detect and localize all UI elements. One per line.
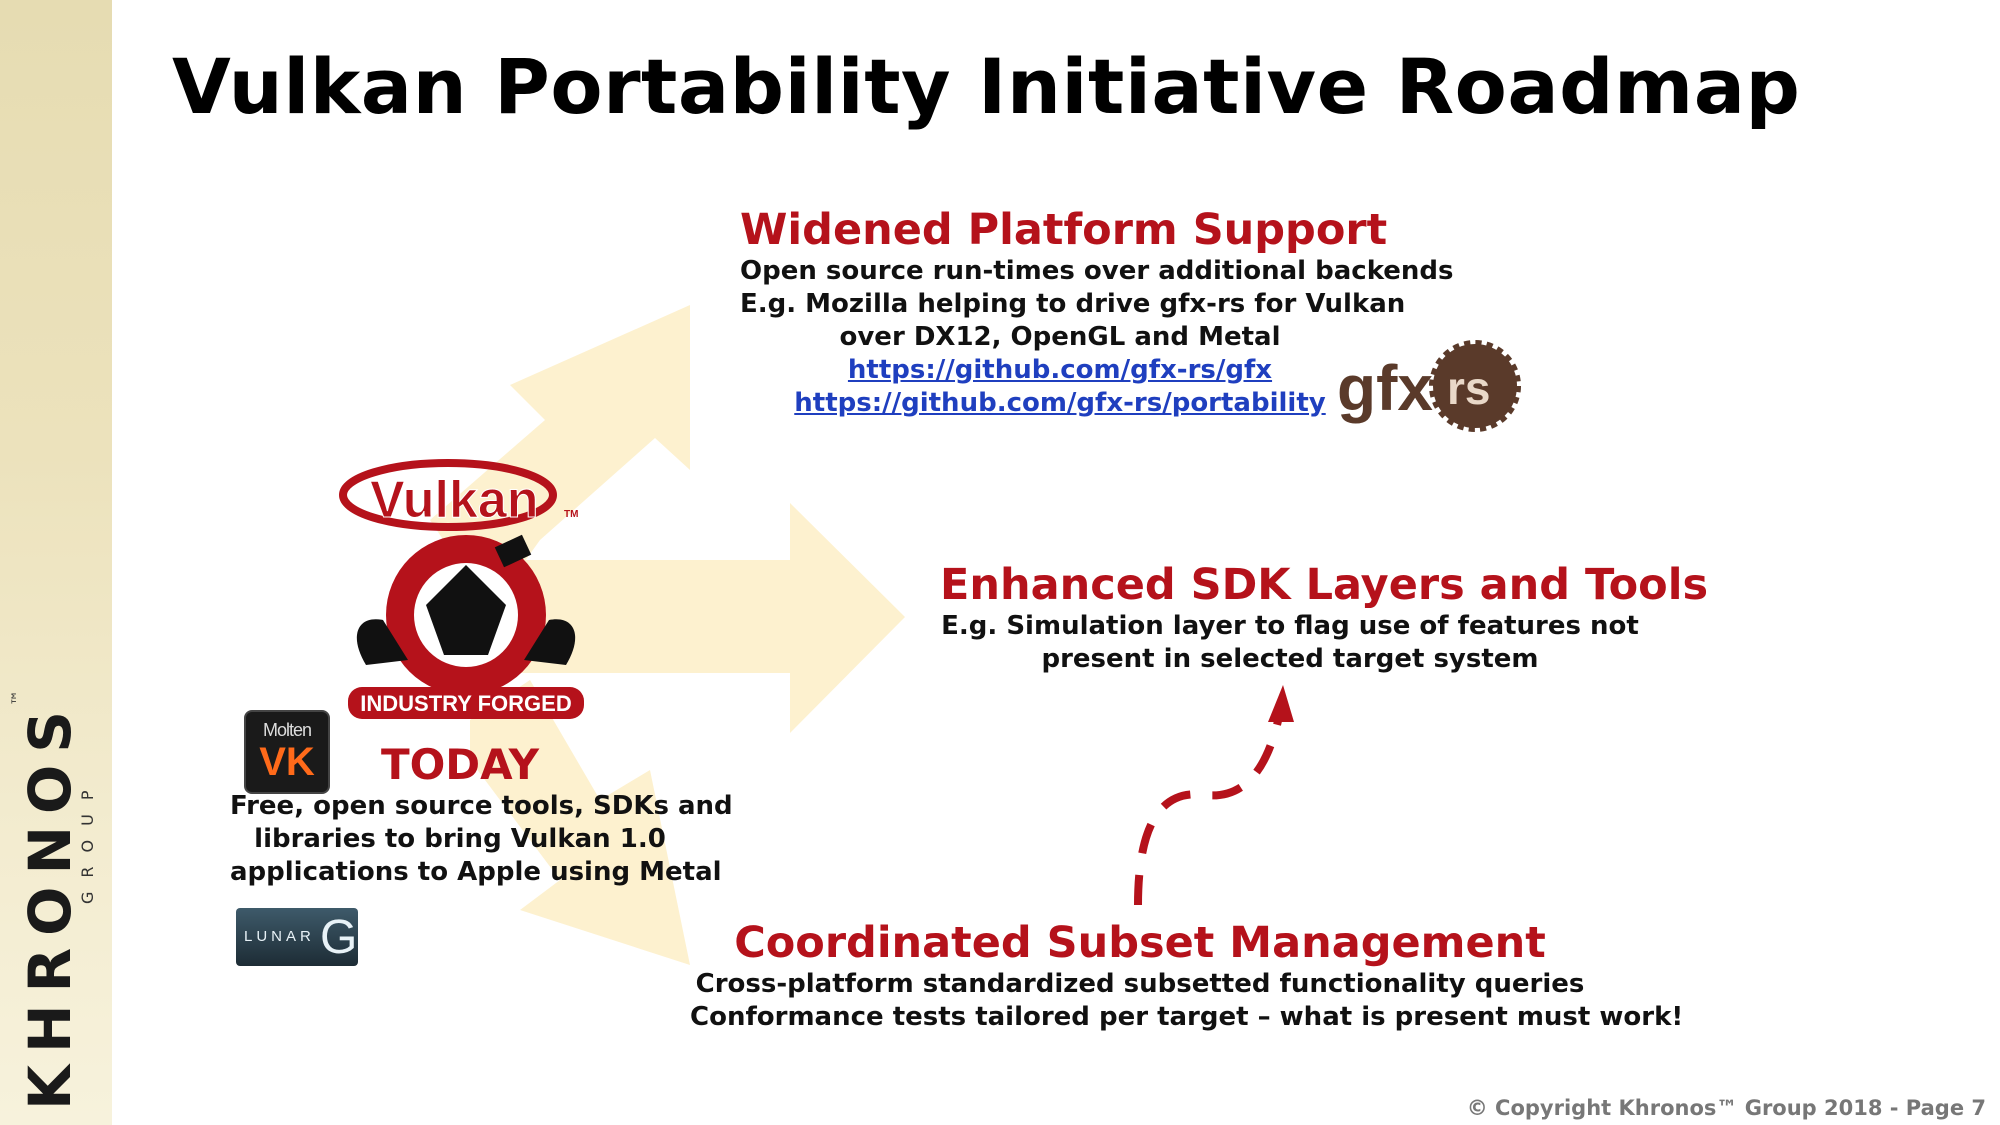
coordinated-line: Conformance tests tailored per target – …	[690, 1002, 1684, 1032]
gfx-link[interactable]: https://github.com/gfx-rs/gfx	[847, 355, 1273, 385]
portability-link[interactable]: https://github.com/gfx-rs/portability	[794, 388, 1326, 418]
widened-heading: Widened Platform Support	[740, 205, 1388, 255]
lunarg-text: LUNAR	[244, 928, 315, 945]
widened-block: Widened Platform Support Open source run…	[740, 205, 1454, 420]
moltenvk-logo: Molten VK	[244, 710, 330, 794]
moltenvk-bottom: VK	[259, 740, 315, 784]
arrow-right	[470, 503, 905, 733]
lunarg-mark: G	[320, 911, 358, 964]
today-heading: TODAY	[380, 740, 540, 789]
today-block: TODAY Free, open source tools, SDKs and …	[230, 740, 733, 889]
vulkan-logo: Vulkan TM INDUSTRY FORGED	[338, 455, 594, 725]
enhanced-heading: Enhanced SDK Layers and Tools	[940, 560, 1709, 610]
vulkan-tagline: INDUSTRY FORGED	[360, 691, 571, 716]
gfx-rs-gear	[1429, 340, 1521, 432]
moltenvk-top: Molten	[262, 720, 312, 740]
coordinated-line: Cross-platform standardized subsetted fu…	[695, 969, 1585, 999]
footer-copyright: © Copyright Khronos™ Group 2018 - Page 7	[1466, 1096, 1986, 1120]
vulkan-tm: TM	[564, 509, 578, 520]
enhanced-block: Enhanced SDK Layers and Tools E.g. Simul…	[940, 560, 1709, 676]
brand-sidebar: KHRONOS GROUP ™	[0, 0, 112, 1125]
dashed-red-arrow	[1134, 711, 1284, 906]
vulkan-wordmark: Vulkan	[370, 471, 539, 529]
today-line: libraries to bring Vulkan 1.0	[254, 824, 666, 854]
coordinated-heading: Coordinated Subset Management	[734, 918, 1546, 968]
enhanced-line: E.g. Simulation layer to flag use of fea…	[941, 611, 1639, 641]
arrow-up-right	[430, 305, 690, 610]
vulkan-swoosh	[339, 459, 557, 531]
enhanced-line: present in selected target system	[1041, 644, 1539, 674]
widened-line: Open source run-times over additional ba…	[740, 256, 1454, 286]
arrow-down-right	[470, 680, 690, 965]
dashed-arrow-head	[1268, 685, 1294, 722]
gfx-rs-logo: gfx rs	[1335, 338, 1525, 438]
slide-title: Vulkan Portability Initiative Roadmap	[172, 42, 1801, 131]
gfx-rs-badge: rs	[1447, 362, 1490, 414]
today-line: Free, open source tools, SDKs and	[230, 791, 733, 821]
widened-line: over DX12, OpenGL and Metal	[839, 322, 1281, 352]
gfx-rs-text: gfx	[1337, 352, 1433, 424]
today-line: applications to Apple using Metal	[230, 857, 722, 887]
lunarg-logo: LUNAR G	[236, 908, 358, 966]
coordinated-block: Coordinated Subset Management Cross-plat…	[690, 918, 1684, 1034]
widened-line: E.g. Mozilla helping to drive gfx-rs for…	[740, 289, 1406, 319]
